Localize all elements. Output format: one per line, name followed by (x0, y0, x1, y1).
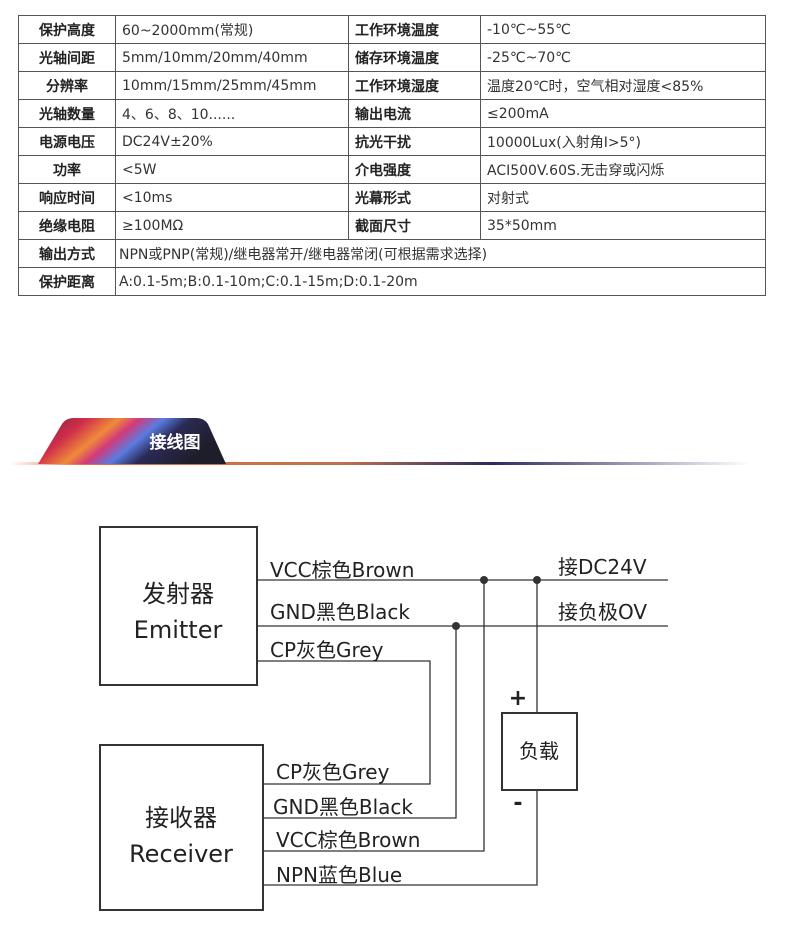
cp-wire (257, 660, 431, 785)
spec-label: 储存环境温度 (348, 43, 481, 72)
spec-value: 10000Lux(入射角I>5°) (480, 127, 766, 156)
spec-label: 光轴间距 (18, 43, 116, 72)
receiver-gnd-wire (263, 626, 457, 819)
spec-label: 光幕形式 (348, 183, 481, 212)
emitter-box (99, 526, 258, 686)
receiver-cn: 接收器 (145, 804, 217, 832)
receiver-en: Receiver (129, 840, 233, 868)
supply-positive-label: 接DC24V (558, 555, 647, 579)
receiver-box (99, 744, 264, 911)
junction-dot (533, 576, 541, 584)
emitter-en: Emitter (134, 616, 223, 644)
supply-negative-label: 接负极OV (558, 600, 647, 624)
load-plus-sign: + (509, 686, 527, 711)
emitter-vcc-label: VCC棕色Brown (270, 558, 414, 582)
spec-label: 保护高度 (18, 15, 116, 44)
section-banner: 接线图 (0, 410, 800, 470)
spec-value: 35*50mm (480, 211, 766, 240)
spec-value: <5W (115, 155, 349, 184)
spec-label: 响应时间 (18, 183, 116, 212)
spec-label: 截面尺寸 (348, 211, 481, 240)
spec-label: 电源电压 (18, 127, 116, 156)
spec-label: 功率 (18, 155, 116, 184)
spec-value: 5mm/10mm/20mm/40mm (115, 43, 349, 72)
spec-label: 绝缘电阻 (18, 211, 116, 240)
spec-value: <10ms (115, 183, 349, 212)
receiver-gnd-label: GND黑色Black (273, 795, 413, 819)
spec-label: 介电强度 (348, 155, 481, 184)
receiver-vcc-label: VCC棕色Brown (276, 828, 420, 852)
emitter-cn: 发射器 (142, 580, 214, 608)
receiver-npn-wire (263, 790, 538, 886)
junction-dot (480, 576, 488, 584)
banner-title: 接线图 (150, 432, 201, 453)
receiver-npn-label: NPN蓝色Blue (276, 863, 402, 887)
spec-value: NPN或PNP(常规)/继电器常开/继电器常闭(可根据需求选择) (115, 239, 766, 268)
spec-value: A:0.1-5m;B:0.1-10m;C:0.1-15m;D:0.1-20m (115, 267, 766, 296)
spec-value: DC24V±20% (115, 127, 349, 156)
emitter-cp-label: CP灰色Grey (270, 638, 384, 662)
spec-label: 分辨率 (18, 71, 116, 100)
spec-value: ≥100MΩ (115, 211, 349, 240)
load-box (501, 712, 578, 791)
spec-label: 工作环境温度 (348, 15, 481, 44)
load-minus-sign: - (513, 791, 522, 816)
spec-label: 输出电流 (348, 99, 481, 128)
load-label: 负载 (519, 739, 559, 763)
spec-value: 4、6、8、10...... (115, 99, 349, 128)
spec-label: 工作环境湿度 (348, 71, 481, 100)
spec-value: -10℃~55℃ (480, 15, 766, 44)
spec-value: 对射式 (480, 183, 766, 212)
receiver-vcc-wire (263, 580, 485, 852)
wiring-diagram: 发射器 Emitter 接收器 Receiver VCC棕色Brown GND黑… (99, 526, 668, 911)
spec-value: -25℃~70℃ (480, 43, 766, 72)
spec-label: 保护距离 (18, 267, 116, 296)
spec-value: 10mm/15mm/25mm/45mm (115, 71, 349, 100)
spec-value: ≤200mA (480, 99, 766, 128)
spec-value: 温度20℃时，空气相对湿度<85% (480, 71, 766, 100)
spec-value: 60~2000mm(常规) (115, 15, 349, 44)
spec-value: ACI500V.60S.无击穿或闪烁 (480, 155, 766, 184)
emitter-gnd-label: GND黑色Black (270, 600, 410, 624)
spec-label: 抗光干扰 (348, 127, 481, 156)
spec-label: 光轴数量 (18, 99, 116, 128)
spec-label: 输出方式 (18, 239, 116, 268)
receiver-cp-label: CP灰色Grey (276, 760, 390, 784)
banner-tab (38, 418, 226, 464)
junction-dot (452, 622, 460, 630)
